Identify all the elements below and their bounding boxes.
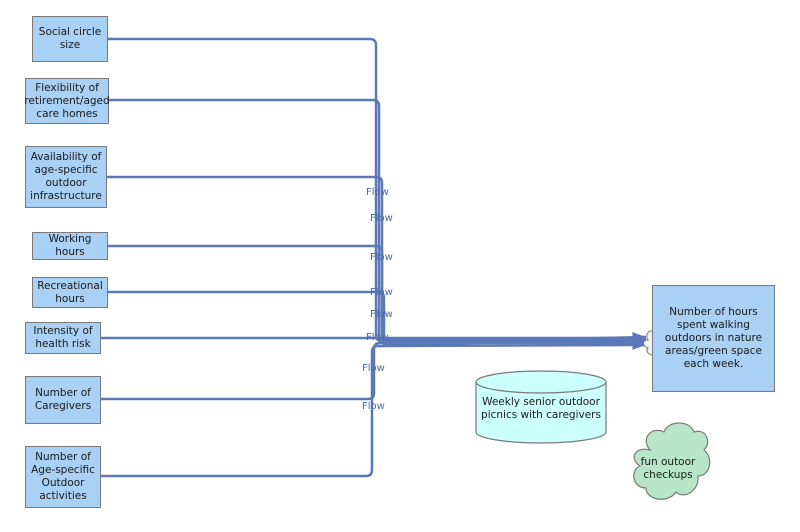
source-stock-label: Intensity of health risk (33, 325, 93, 350)
source-stock-label: Number of Caregivers (34, 387, 92, 412)
source-stock-label: Recreational hours (37, 279, 103, 305)
source-stock-label: Working hours (48, 233, 92, 258)
cloud-label: fun outoor checkups (640, 456, 696, 481)
flow-label-5: Flow (370, 309, 393, 320)
cylinder-shape[interactable] (475, 370, 607, 444)
arrowhead (632, 340, 646, 350)
flow-edge-4[interactable] (108, 244, 647, 342)
source-stock-4[interactable]: Working hours (32, 232, 108, 260)
source-stock-1[interactable]: Social circle size (32, 16, 108, 62)
source-stock-8[interactable]: Number of Age-specific Outdoor activitie… (25, 446, 101, 508)
cloud-shape[interactable] (633, 422, 711, 500)
flow-edges (101, 37, 647, 478)
source-stock-6[interactable]: Intensity of health risk (25, 322, 101, 354)
flow-label-7: Flow (362, 363, 385, 374)
source-stock-5[interactable]: Recreational hours (32, 277, 108, 308)
flow-edge-7[interactable] (101, 341, 646, 401)
source-stock-2[interactable]: Flexibility of retirement/aged care home… (24, 78, 110, 124)
target-stock-label: Number of hours spent walking outdoors i… (664, 306, 763, 370)
source-stock-3[interactable]: Availability of age-specific outdoor inf… (25, 146, 107, 208)
flow-edge-8[interactable] (101, 343, 647, 478)
flow-edge-5[interactable] (108, 290, 646, 343)
cylinder-label: Weekly senior outdoor picnics with careg… (481, 396, 601, 421)
source-stock-label: Availability of age-specific outdoor inf… (30, 151, 102, 202)
source-stock-7[interactable]: Number of Caregivers (25, 376, 101, 424)
flow-label-2: Flow (370, 213, 393, 224)
flow-label-1: Flow (366, 187, 389, 198)
flow-label-4: Flow (370, 287, 393, 298)
flow-label-8: Flow (362, 401, 385, 412)
flow-label-6: Flow (366, 332, 389, 343)
flow-label-3: Flow (370, 252, 393, 263)
source-stock-label: Flexibility of retirement/aged care home… (24, 81, 110, 120)
source-stock-label: Social circle size (38, 26, 102, 51)
source-stock-label: Number of Age-specific Outdoor activitie… (31, 451, 95, 502)
target-stock[interactable]: Number of hours spent walking outdoors i… (652, 285, 775, 392)
